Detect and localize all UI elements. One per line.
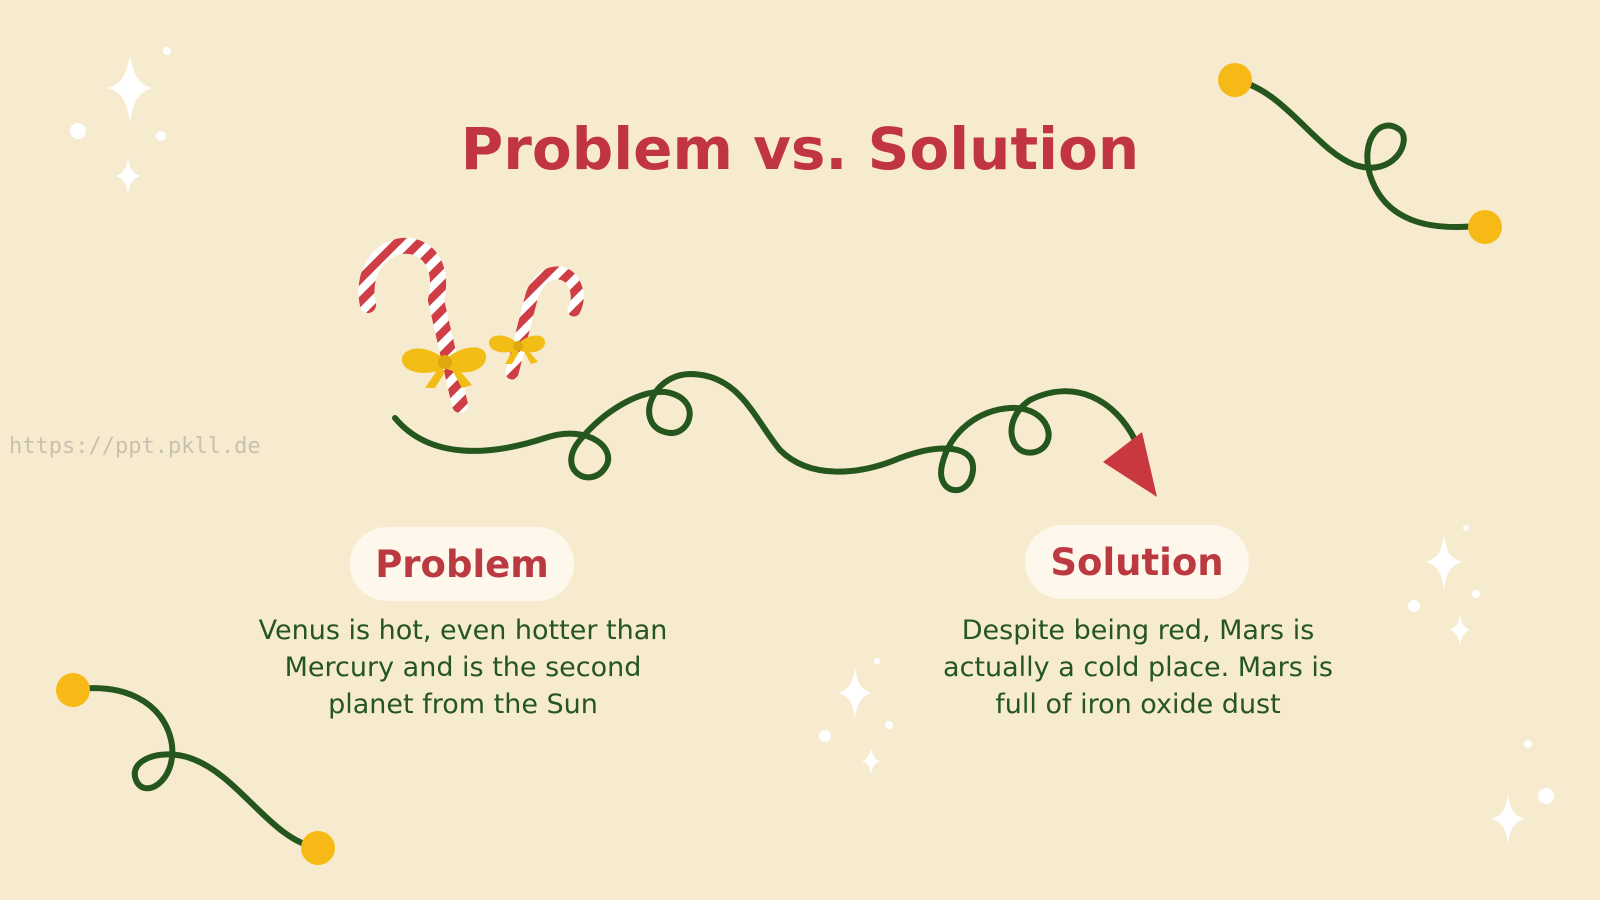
solution-label: Solution bbox=[1050, 540, 1224, 584]
watermark: https://ppt.pkll.de bbox=[9, 434, 261, 459]
candy-cane-icon bbox=[505, 266, 584, 380]
sparkles-right bbox=[1408, 525, 1554, 843]
sparkle-icon bbox=[838, 668, 872, 718]
sparkle-icon bbox=[108, 55, 152, 122]
squiggle-path bbox=[392, 370, 1138, 493]
problem-label-pill: Problem bbox=[350, 527, 574, 601]
sparkle-icon bbox=[1426, 535, 1462, 590]
candy-cane-icon bbox=[358, 237, 468, 413]
ornament-string-icon bbox=[1218, 63, 1502, 244]
problem-label: Problem bbox=[375, 542, 549, 586]
page-title: Problem vs. Solution bbox=[460, 115, 1140, 183]
sparkles-center bbox=[819, 658, 893, 774]
sparkle-icon bbox=[1450, 615, 1470, 645]
bow-icon bbox=[488, 335, 545, 364]
solution-label-pill: Solution bbox=[1025, 525, 1249, 599]
sparkle-icon bbox=[862, 748, 880, 774]
arrow-head-icon bbox=[1103, 432, 1157, 497]
bow-icon bbox=[401, 347, 487, 388]
sparkles-top-left bbox=[70, 47, 171, 194]
problem-description: Venus is hot, even hotter than Mercury a… bbox=[258, 615, 668, 720]
sparkle-icon bbox=[116, 158, 140, 194]
solution-description: Despite being red, Mars is actually a co… bbox=[943, 615, 1333, 720]
sparkle-icon bbox=[1491, 795, 1525, 843]
ornament-string-icon bbox=[56, 673, 335, 865]
